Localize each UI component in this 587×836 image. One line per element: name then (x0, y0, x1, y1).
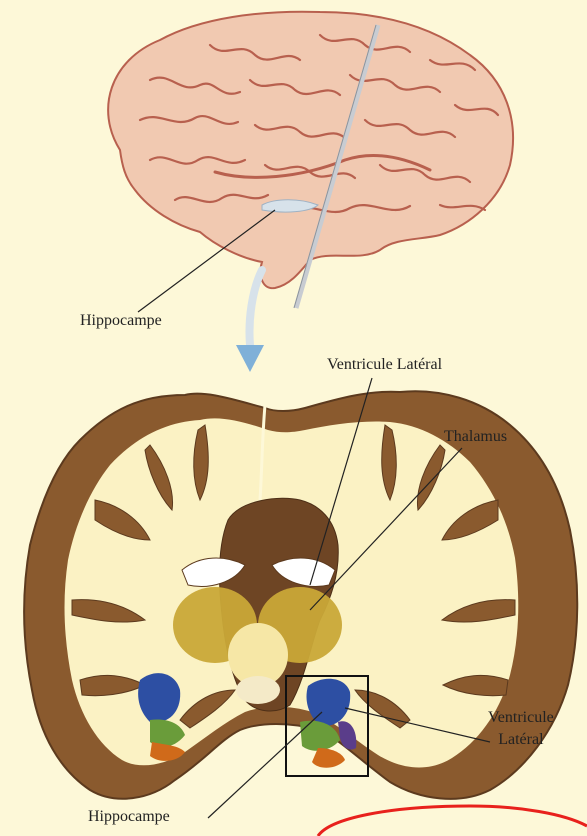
ventricule-lateral-label-right-line1: Ventricule (488, 707, 554, 729)
ventricule-lateral-label-right-line2: Latéral (488, 729, 554, 751)
ventricule-lateral-label-top: Ventricule Latéral (327, 356, 442, 374)
thalamus-label: Thalamus (444, 428, 507, 446)
hippocampe-label-bottom: Hippocampe (88, 808, 170, 826)
ventricule-lateral-label-right: Ventricule Latéral (488, 707, 554, 751)
hippocampe-label-top: Hippocampe (80, 312, 162, 330)
